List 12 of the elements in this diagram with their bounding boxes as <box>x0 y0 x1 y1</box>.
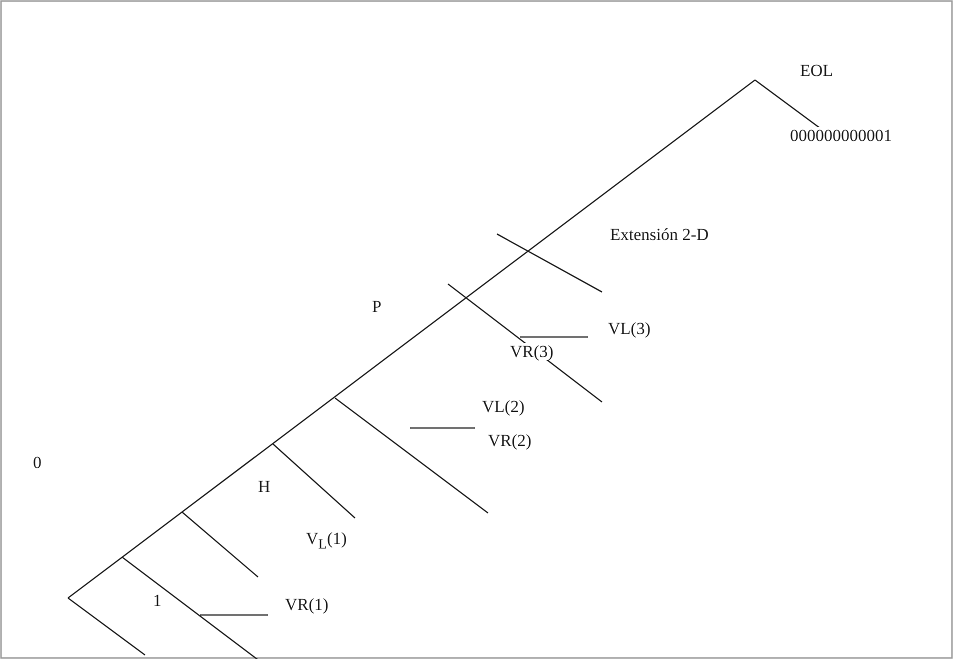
branch-label: VL(2) <box>482 398 524 415</box>
branch-label: 1 <box>153 592 162 609</box>
branch-label: H <box>258 478 270 495</box>
branch-label: VR(1) <box>285 596 328 613</box>
branch-label: VR(3) <box>510 343 554 360</box>
branch-label: 000000000001 <box>790 127 892 144</box>
branch-label: 0 <box>33 454 42 471</box>
branch-label: VR(2) <box>488 432 532 449</box>
branch-label: VL(3) <box>608 320 650 337</box>
branch-label: Extensión 2-D <box>610 226 709 243</box>
branch-label: P <box>372 298 382 315</box>
branch-label: EOL <box>800 62 834 79</box>
